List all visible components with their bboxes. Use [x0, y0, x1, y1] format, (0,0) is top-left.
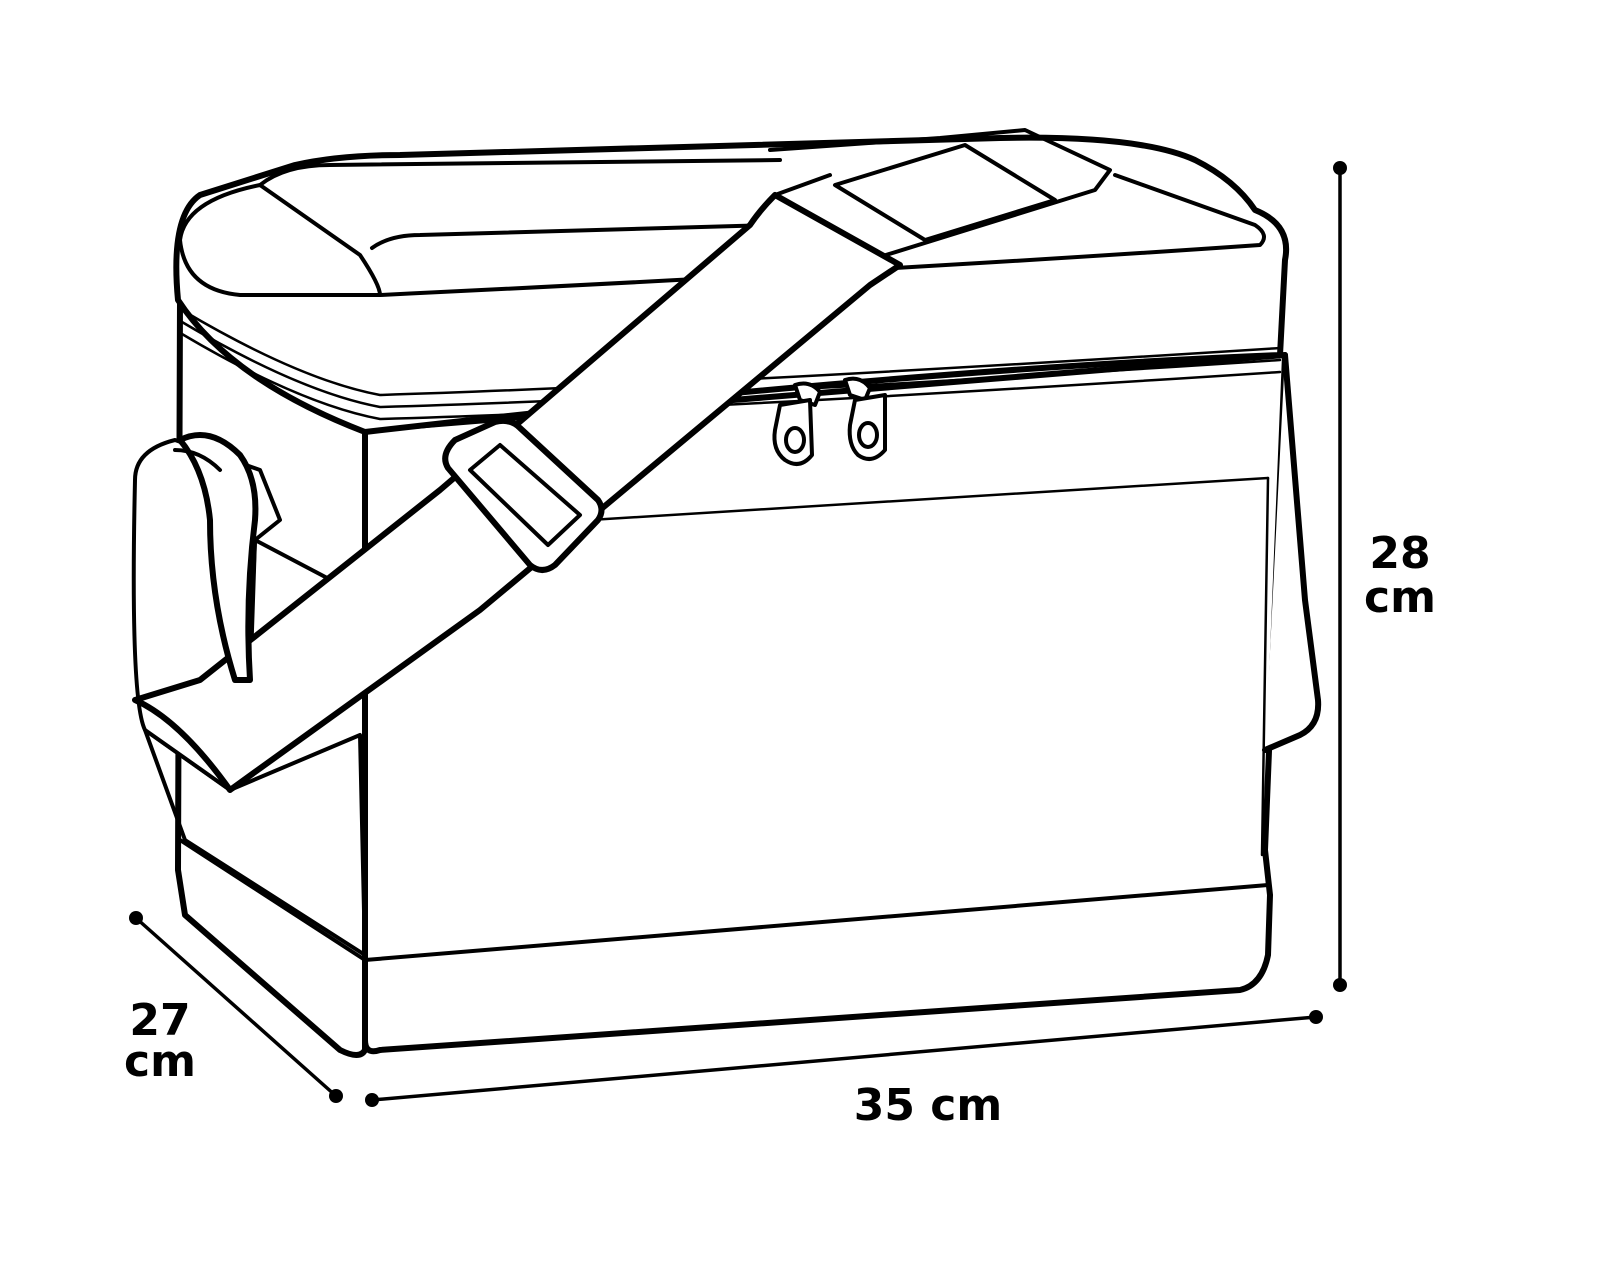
lid-handle	[768, 128, 1112, 262]
depth-dimension-bottom-dot	[329, 1089, 343, 1103]
shoulder-strap	[132, 173, 903, 793]
width-dimension-line	[371, 1015, 1317, 1102]
bag-right-side	[1262, 352, 1322, 753]
bag-front-panel	[362, 352, 1288, 1055]
strap-side-loop	[177, 432, 259, 683]
zipper-pulls	[772, 376, 887, 466]
zipper-pull-right	[843, 376, 887, 461]
width-dimension-left-dot	[365, 1093, 379, 1107]
width-dimension: 35 cm	[365, 1010, 1323, 1131]
depth-value-label: 27	[129, 995, 190, 1046]
zipper-line-1	[180, 308, 1282, 397]
zipper-line-2	[180, 320, 1282, 409]
depth-dimension-top-dot	[129, 911, 143, 925]
height-dimension-bottom-dot	[1333, 978, 1347, 992]
bag-front-seam	[588, 476, 1270, 522]
bag-bottom-band	[363, 883, 1270, 962]
depth-dimension: 27 cm	[124, 911, 343, 1103]
width-dimension-right-dot	[1309, 1010, 1323, 1024]
height-value-label: 28	[1369, 528, 1430, 579]
depth-unit-label: cm	[124, 1036, 196, 1087]
height-dimension-top-dot	[1333, 161, 1347, 175]
lid-label-window	[833, 143, 1057, 242]
zipper-pull-left	[772, 381, 822, 466]
height-dimension: 28 cm	[1333, 161, 1436, 992]
height-unit-label: cm	[1364, 572, 1436, 623]
lid-top-rim	[178, 183, 382, 297]
depth-dimension-line	[134, 916, 338, 1098]
width-label: 35 cm	[854, 1080, 1002, 1131]
